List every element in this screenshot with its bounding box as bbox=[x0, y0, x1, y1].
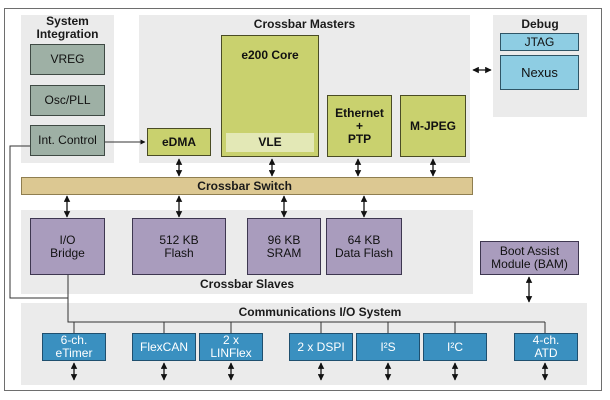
e200-core-label: e200 Core bbox=[241, 48, 299, 62]
dspi-block: 2 x DSPI bbox=[289, 333, 353, 361]
i2s-block: I²S bbox=[356, 333, 420, 361]
jtag-block: JTAG bbox=[500, 33, 579, 51]
debug-title: Debug bbox=[521, 17, 559, 31]
e200-core-block: e200 Core VLE bbox=[221, 35, 319, 157]
vreg-block: VREG bbox=[30, 44, 105, 75]
system-integration-title: System Integration bbox=[36, 14, 99, 41]
nexus-block: Nexus bbox=[500, 55, 579, 90]
i2c-block: I²C bbox=[423, 333, 487, 361]
crossbar-slaves-title: Crossbar Slaves bbox=[200, 277, 295, 291]
flexcan-block: FlexCAN bbox=[132, 333, 196, 361]
ethernet-ptp-block: Ethernet + PTP bbox=[327, 95, 392, 157]
io-bridge-block: I/O Bridge bbox=[30, 218, 105, 275]
etimer-block: 6-ch. eTimer bbox=[42, 333, 106, 361]
crossbar-masters-title: Crossbar Masters bbox=[253, 17, 356, 31]
m-jpeg-block: M-JPEG bbox=[400, 95, 466, 157]
atd-block: 4-ch. ATD bbox=[514, 333, 578, 361]
edma-block: eDMA bbox=[147, 128, 211, 156]
int-control-block: Int. Control bbox=[30, 125, 105, 156]
64kb-data-flash-block: 64 KB Data Flash bbox=[326, 218, 402, 275]
crossbar-switch-bar: Crossbar Switch bbox=[21, 177, 473, 195]
boot-assist-module-block: Boot Assist Module (BAM) bbox=[480, 241, 579, 275]
linflex-block: 2 x LINFlex bbox=[199, 333, 263, 361]
osc-pll-block: Osc/PLL bbox=[30, 85, 105, 116]
96kb-sram-block: 96 KB SRAM bbox=[247, 218, 321, 275]
crossbar-switch-label: Crossbar Switch bbox=[197, 179, 292, 193]
comm-io-title: Communications I/O System bbox=[238, 305, 402, 319]
vle-block: VLE bbox=[226, 133, 314, 152]
512kb-flash-block: 512 KB Flash bbox=[132, 218, 226, 275]
